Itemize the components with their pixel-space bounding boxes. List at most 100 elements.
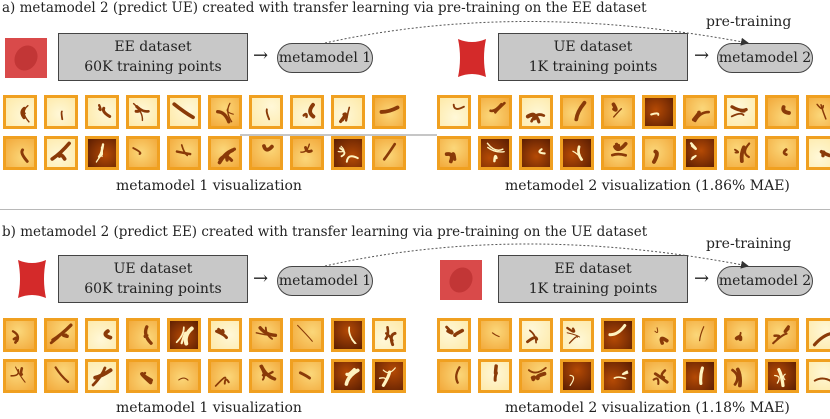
feature-map-pattern [178,377,189,381]
feature-map-tile [290,136,324,170]
feature-map-pattern [689,142,697,161]
feature-map-tile [560,318,594,352]
feature-map-pattern [608,324,627,337]
ee-sample-b-svg [440,260,482,300]
feature-map-tile [85,95,119,129]
feature-map-tile [249,136,283,170]
ee-sample-svg [5,38,47,78]
feature-map-pattern [572,145,584,161]
ee-sample-image [5,38,47,78]
feature-map-pattern [348,326,357,345]
panel-a-viz-1-label: metamodel 1 visualization [116,178,302,194]
feature-map-tile [560,359,594,393]
feature-map-pattern [816,103,827,120]
feature-map-tile [806,359,830,393]
feature-map-tile [208,136,242,170]
feature-map-tile [126,95,160,129]
feature-map-pattern [60,110,64,121]
feature-map-tile [806,318,830,352]
feature-map-pattern [259,364,277,381]
feature-map-tile [478,359,512,393]
feature-map-pattern [339,106,351,124]
feature-map-pattern [172,102,195,120]
feature-map-pattern [215,327,228,340]
feature-map-pattern [103,329,113,340]
panel-a-ue-dataset-name: UE dataset [553,39,633,55]
feature-map-pattern [610,141,628,157]
feature-map-tile [642,318,676,352]
panel-b-ee-dataset-name: EE dataset [554,261,632,277]
feature-map-tile [724,136,758,170]
panel-b-pretraining-label: pre-training [706,236,792,252]
feature-map-tile [331,318,365,352]
feature-map-pattern [611,102,623,118]
feature-map-pattern [491,332,500,338]
feature-map-pattern [20,148,29,163]
feature-map-tile [478,95,512,129]
feature-map-tile [806,95,830,129]
feature-map-tile [560,136,594,170]
feature-map-pattern [569,374,575,386]
feature-map-tile [167,95,201,129]
feature-map-pattern [132,102,150,122]
feature-map-tile [44,318,78,352]
feature-map-tile [3,136,37,170]
ue-sample-image-b [16,258,48,300]
feature-map-pattern [297,324,313,342]
feature-map-tile [478,136,512,170]
panel-a-caption: a) metamodel 2 (predict UE) created with… [2,0,647,16]
feature-map-pattern [526,329,539,344]
panel-b-ee-dataset-count: 1K training points [528,281,658,297]
feature-map-pattern [379,105,400,114]
feature-map-tile [331,95,365,129]
feature-map-tile [249,359,283,393]
feature-map-pattern [91,366,113,387]
panel-a-ee-dataset-count: 60K training points [84,59,222,75]
feature-map-pattern [302,102,316,119]
feature-map-pattern [444,152,457,164]
feature-map-pattern [651,149,659,164]
feature-map-pattern [819,149,830,158]
feature-map-pattern [452,103,465,110]
feature-map-tile [765,318,799,352]
feature-map-tile [372,359,406,393]
feature-map-tile [437,95,471,129]
ue-sample-image [456,37,488,79]
panel-b-metamodel-2: metamodel 2 [717,266,813,296]
feature-map-tile [85,318,119,352]
feature-map-pattern [489,101,506,114]
feature-map-pattern [734,331,743,342]
feature-map-tile [126,136,160,170]
feature-map-tile [3,95,37,129]
feature-map-pattern [652,369,669,385]
panel-b-metamodel-1-grid [3,318,406,393]
feature-map-tile [85,359,119,393]
panel-a-arrow-2: → [694,45,710,66]
feature-map-tile [765,359,799,393]
panel-divider [0,209,830,210]
feature-map-tile [642,136,676,170]
ue-sample-svg [458,39,486,77]
feature-map-pattern [143,325,153,345]
feature-map-tile [126,318,160,352]
feature-map-tile [724,95,758,129]
feature-map-tile [208,359,242,393]
feature-map-pattern [699,366,704,386]
feature-map-tile [167,359,201,393]
feature-map-tile [519,95,553,129]
feature-map-pattern [49,323,73,345]
feature-map-tile [683,136,717,170]
feature-map-pattern [782,148,788,156]
panel-a-metamodel-2-grid [437,95,830,170]
feature-map-tile [126,359,160,393]
feature-map-tile [290,95,324,129]
feature-map-pattern [574,100,587,122]
feature-map-tile [167,318,201,352]
feature-map-tile [372,136,406,170]
panel-a-ee-dataset-box: EE dataset 60K training points [58,33,248,81]
feature-map-pattern [175,144,192,157]
feature-map-pattern [781,105,791,115]
feature-map-tile [560,95,594,129]
feature-map-tile [642,95,676,129]
feature-map-pattern [50,141,71,161]
